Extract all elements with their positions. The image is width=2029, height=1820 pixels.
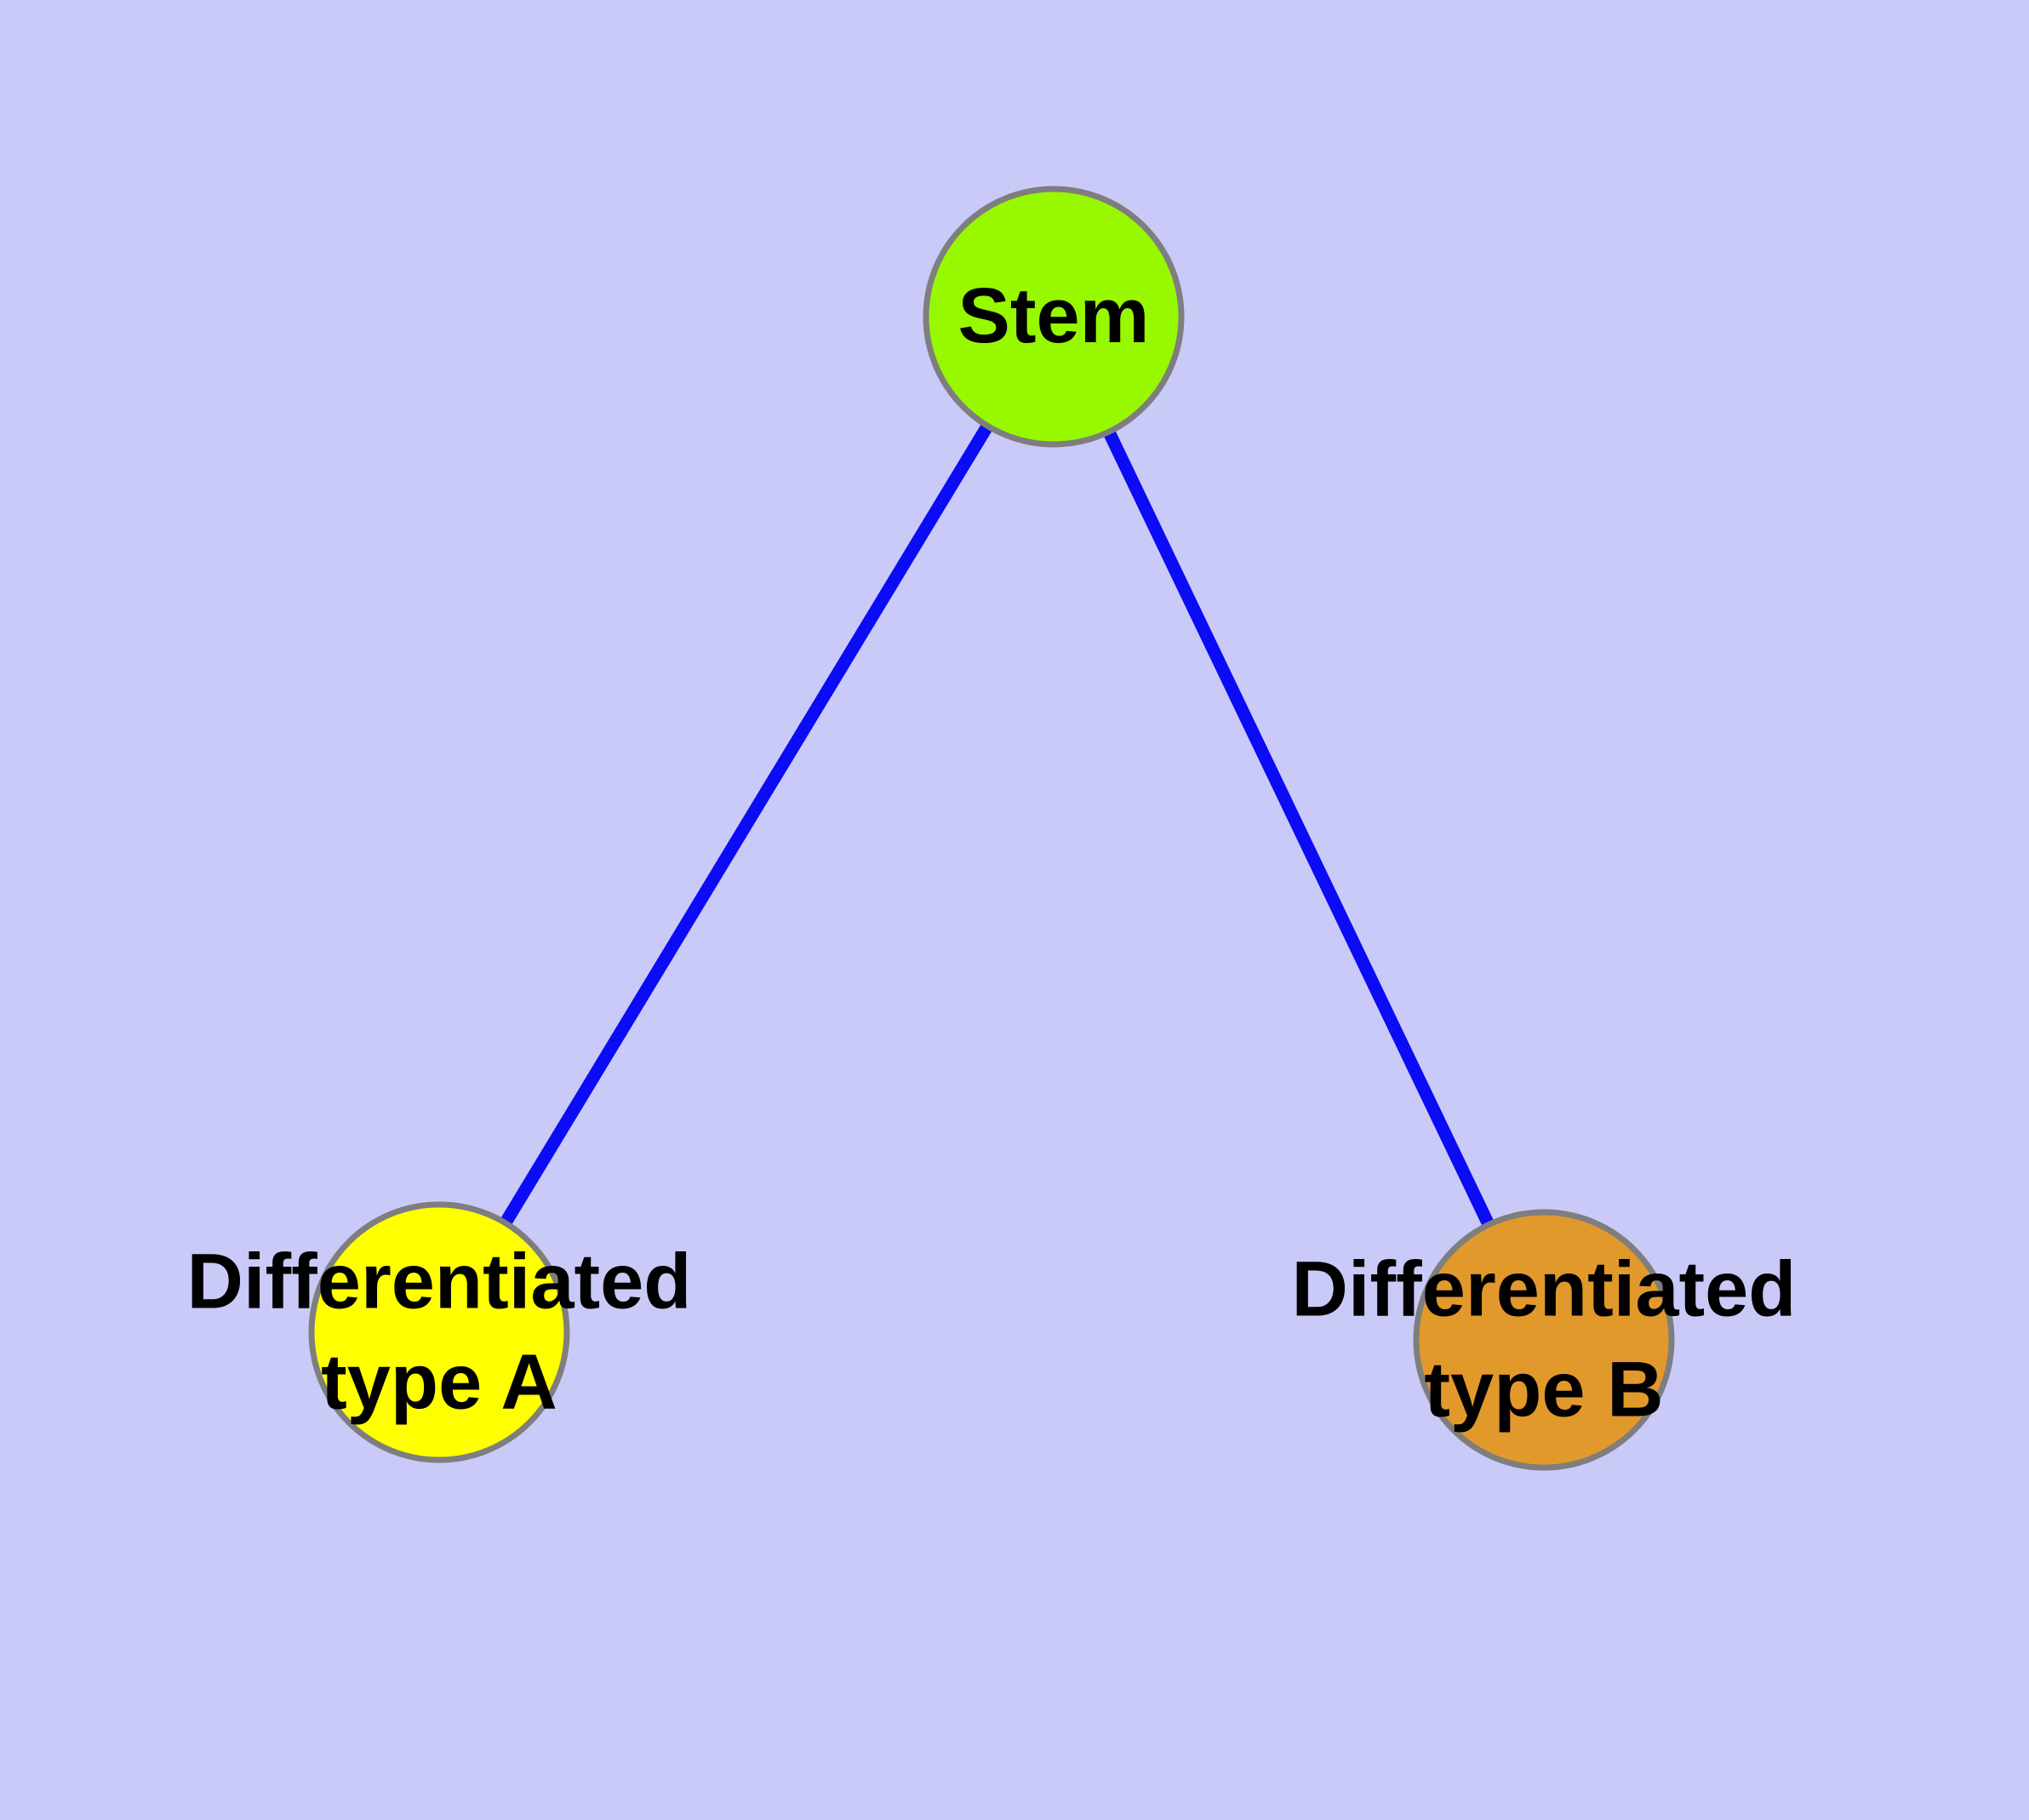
node-differentiated-type-b-circle — [1413, 1209, 1675, 1471]
node-differentiated-type-a-circle — [308, 1201, 570, 1463]
node-stem-circle — [923, 186, 1185, 448]
edge-stem-to-type-b — [1048, 313, 1550, 1343]
edge-stem-to-type-a — [433, 313, 1060, 1336]
